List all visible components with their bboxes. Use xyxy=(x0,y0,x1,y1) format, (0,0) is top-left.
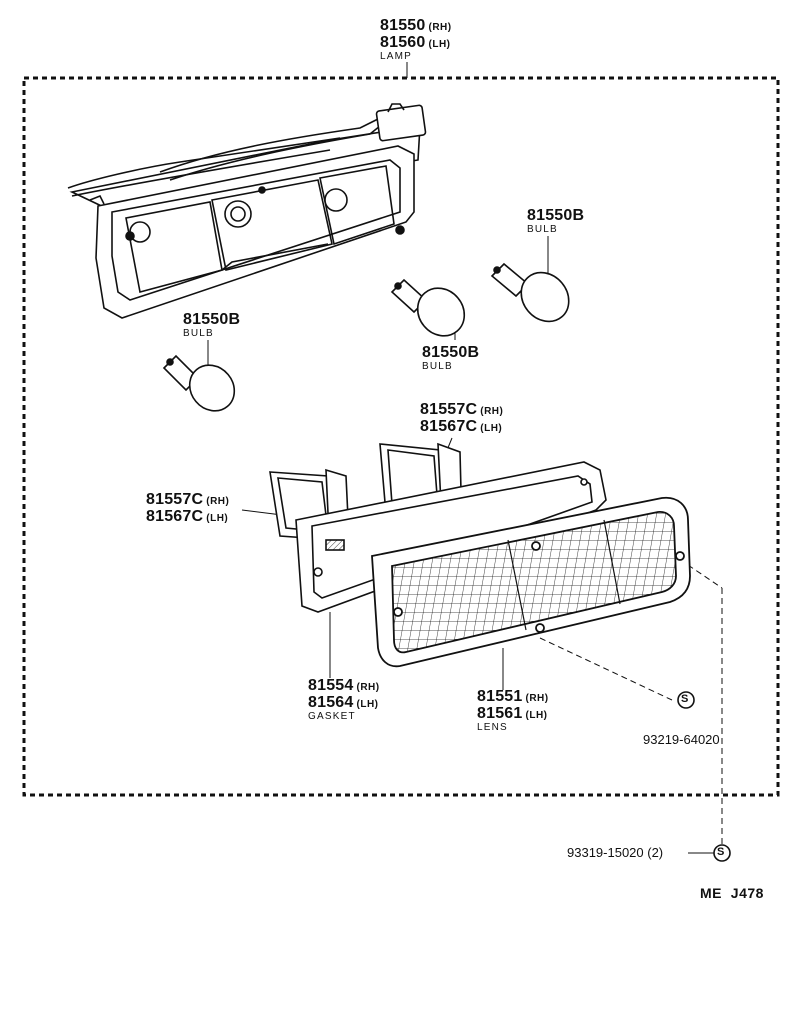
bulb-right-part-number: 81550B xyxy=(527,207,585,224)
bulb-left-label: 81550B BULB xyxy=(183,312,240,340)
lens-suffix-rh: (RH) xyxy=(525,693,549,704)
lens-name: LENS xyxy=(477,722,508,733)
lamp-suffix-lh: (LH) xyxy=(428,39,451,50)
pad-top-part-number-lh: 81567C xyxy=(420,418,478,435)
screw-1-part-number: 93219-64020 xyxy=(643,732,720,747)
lamp-label: 81550(RH) 81560(LH) LAMP xyxy=(380,18,452,63)
bulb-left-part-number: 81550B xyxy=(183,311,241,328)
lens-suffix-lh: (LH) xyxy=(525,710,548,721)
lamp-housing xyxy=(67,103,427,319)
bulb-right-label: 81550B BULB xyxy=(527,208,584,236)
bulb-right-illustration xyxy=(490,262,570,323)
pad-left-part-number-rh: 81557C xyxy=(146,491,204,508)
screw-symbol-1 xyxy=(677,691,695,709)
pad-left-suffix-lh: (LH) xyxy=(206,513,229,524)
lens-label: 81551(RH) 81561(LH) LENS xyxy=(477,689,549,734)
gasket-suffix-rh: (RH) xyxy=(356,682,380,693)
gasket-suffix-lh: (LH) xyxy=(356,699,379,710)
screw-2-symbol-letter: S xyxy=(717,846,725,858)
pad-top-suffix-lh: (LH) xyxy=(480,423,503,434)
gasket-name: GASKET xyxy=(308,711,356,722)
gasket-label: 81554(RH) 81564(LH) GASKET xyxy=(308,678,380,723)
lamp-part-number-rh: 81550 xyxy=(380,17,426,34)
pad-left-part-number-lh: 81567C xyxy=(146,508,204,525)
pad-left-suffix-rh: (RH) xyxy=(206,496,230,507)
bulb-center-illustration xyxy=(390,278,466,337)
diagram-code: ME J478 xyxy=(700,885,764,901)
bulb-left-illustration xyxy=(162,354,236,412)
lens-illustration xyxy=(371,496,691,668)
screw-1-symbol-letter: S xyxy=(681,693,689,705)
pad-top-suffix-rh: (RH) xyxy=(480,406,504,417)
lamp-suffix-rh: (RH) xyxy=(428,22,452,33)
screw-symbol-2 xyxy=(713,844,731,862)
pad-top-part-number-rh: 81557C xyxy=(420,401,478,418)
bulb-center-label: 81550B BULB xyxy=(422,345,479,373)
gasket-part-number-lh: 81564 xyxy=(308,694,354,711)
pad-top-label: 81557C(RH) 81567C(LH) xyxy=(420,402,503,436)
lamp-part-number-lh: 81560 xyxy=(380,34,426,51)
bulb-center-part-number: 81550B xyxy=(422,344,480,361)
pad-left-label: 81557C(RH) 81567C(LH) xyxy=(146,492,229,526)
lens-part-number-lh: 81561 xyxy=(477,705,523,722)
bulb-left-name: BULB xyxy=(183,328,214,339)
lens-part-number-rh: 81551 xyxy=(477,688,523,705)
screw-2-part-number: 93319-15020 (2) xyxy=(567,845,664,860)
gasket-part-number-rh: 81554 xyxy=(308,677,354,694)
bulb-center-name: BULB xyxy=(422,361,453,372)
assembly-boundary xyxy=(22,76,780,797)
lamp-name: LAMP xyxy=(380,51,413,62)
bulb-right-name: BULB xyxy=(527,224,558,235)
